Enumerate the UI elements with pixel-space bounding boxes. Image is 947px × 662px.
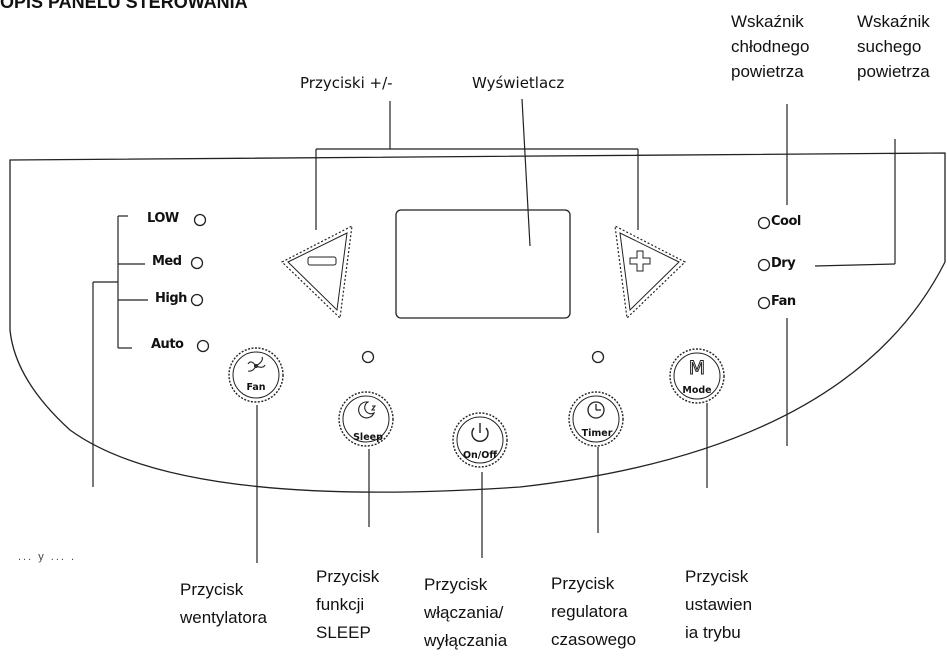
speed-label-med: Med xyxy=(152,254,182,269)
callout-sleep-button: Przycisk funkcji SLEEP xyxy=(316,567,380,642)
leader-lines xyxy=(256,98,896,563)
led-low xyxy=(193,213,207,227)
onoff-button[interactable]: On/Off xyxy=(452,412,508,468)
fan-button[interactable]: Fan xyxy=(228,347,284,403)
callout-cool-indicator: Wskaźnik chłodnego powietrza xyxy=(731,12,810,81)
led-auto xyxy=(196,339,210,353)
callout-display: Wyświetlacz xyxy=(472,74,565,92)
diagram-heading: OPIS PANELU STEROWANIA xyxy=(0,0,248,12)
mode-glyph-icon: M xyxy=(689,357,705,379)
timer-button[interactable]: Timer xyxy=(568,391,624,447)
sleep-button[interactable]: Sleep xyxy=(338,391,394,447)
callout-speed-indicators-partial: ... y ... . xyxy=(18,551,77,563)
sleep-button-label: Sleep xyxy=(353,432,383,443)
mode-label-cool: Cool xyxy=(771,214,801,229)
plus-symbol xyxy=(629,250,651,272)
power-icon xyxy=(471,423,489,442)
fan-button-label: Fan xyxy=(246,382,265,393)
timer-button-label: Timer xyxy=(582,428,613,439)
led-high xyxy=(190,293,204,307)
mode-button-label: Mode xyxy=(682,385,711,396)
callout-fan-button: Przycisk wentylatora xyxy=(180,580,267,627)
speed-label-low: LOW xyxy=(147,211,179,226)
speed-bracket xyxy=(92,215,148,487)
speed-label-high: High xyxy=(155,291,187,306)
moon-icon xyxy=(358,401,377,419)
led-timer xyxy=(591,350,605,364)
speed-leds xyxy=(190,213,210,353)
mode-button[interactable]: M Mode xyxy=(669,348,725,404)
plus-button-shape xyxy=(614,224,687,320)
onoff-button-label: On/Off xyxy=(463,450,497,461)
fan-icon xyxy=(247,356,266,372)
led-fan xyxy=(757,296,771,310)
mode-leds xyxy=(757,216,771,310)
display-screen xyxy=(395,209,571,319)
callout-dry-indicator: Wskaźnik suchego powietrza xyxy=(857,12,930,81)
mode-label-fan: Fan xyxy=(771,294,796,309)
led-dry xyxy=(757,258,771,272)
led-med xyxy=(190,256,204,270)
callout-mode-button: Przycisk ustawien ia trybu xyxy=(685,567,753,642)
callout-onoff-button: Przycisk włączania/ wyłączania xyxy=(424,575,508,650)
minus-symbol xyxy=(307,256,337,266)
speed-label-auto: Auto xyxy=(151,337,184,352)
led-cool xyxy=(757,216,771,230)
callout-plus-minus: Przyciski +/- xyxy=(300,74,393,92)
led-sleep xyxy=(361,350,375,364)
mode-label-dry: Dry xyxy=(771,256,796,271)
callout-timer-button: Przycisk regulatora czasowego xyxy=(551,574,637,649)
panel-outline xyxy=(9,152,946,493)
minus-button-shape xyxy=(280,224,353,320)
clock-icon xyxy=(587,401,605,419)
